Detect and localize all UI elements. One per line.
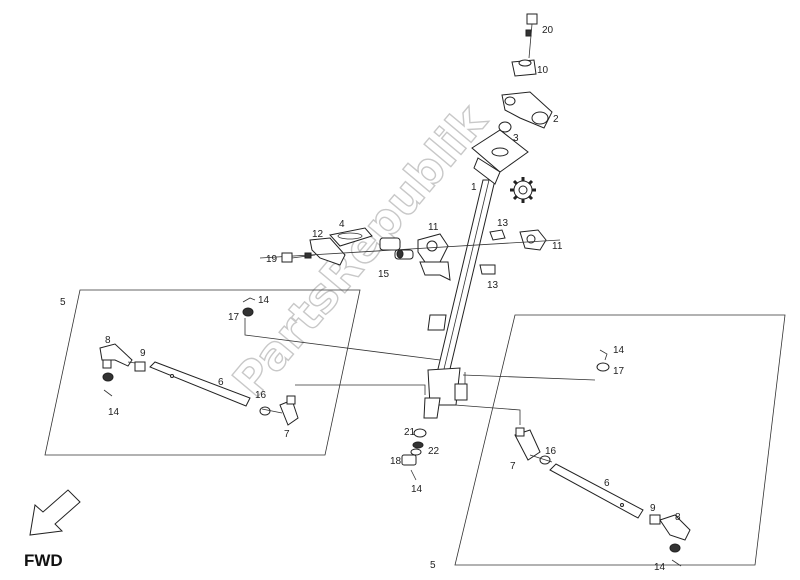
left-tie-rod-frame: [44, 289, 361, 456]
callout-17-right: 17: [613, 366, 625, 377]
callout-1: 1: [471, 182, 477, 193]
clip-13-lower: [479, 264, 496, 275]
handlebar-clamp: [501, 91, 553, 129]
callout-5-left: 5: [60, 297, 66, 308]
right-locknut-16: [529, 454, 553, 465]
spacer-15-b: [394, 249, 414, 260]
washer-22: [410, 448, 422, 456]
callout-17-left: 17: [228, 312, 240, 323]
nut-22: [412, 441, 424, 449]
plate-4: [329, 227, 373, 247]
callout-13-a: 13: [497, 218, 509, 229]
fwd-label: FWD: [24, 551, 63, 570]
callout-16-right: 16: [545, 446, 557, 457]
leader-line: [295, 384, 426, 395]
steering-column: [423, 179, 496, 419]
callout-8-left: 8: [105, 335, 111, 346]
callout-11-b: 11: [552, 241, 563, 252]
callout-6-left: 6: [218, 377, 224, 388]
callout-7-right: 7: [510, 461, 516, 472]
column-top-plate: [471, 129, 529, 185]
nut-18: [401, 454, 417, 466]
clip-13-upper: [489, 229, 506, 241]
callout-12: 12: [312, 229, 324, 240]
left-bracket: [309, 237, 346, 266]
upper-clamp: [511, 59, 537, 77]
callout-14-b: 14: [108, 407, 120, 418]
right-tie-rod-6: [549, 463, 644, 519]
left-locknut-9: [134, 361, 146, 372]
left-locknut-16: [259, 406, 283, 416]
callout-14-d: 14: [411, 484, 423, 495]
left-tie-rod-end-8: [99, 343, 144, 397]
right-tie-rod-end-7: [514, 427, 541, 461]
callout-5-right: 5: [430, 560, 436, 571]
leader-line: [244, 318, 441, 361]
cotter-pin: [410, 469, 417, 481]
callout-15: 15: [378, 269, 390, 280]
left-tie-rod-6: [149, 361, 251, 407]
callout-7-left: 7: [284, 429, 290, 440]
right-cotter-pin-top: [596, 349, 610, 372]
left-tie-rod-end-7: [279, 395, 299, 426]
callout-6-right: 6: [604, 478, 610, 489]
washer-21: [413, 428, 427, 438]
callout-labels: 20 10 2 3 1 4 11 13 11 12 19 15 13 5 14 …: [60, 25, 681, 573]
callout-2: 2: [553, 114, 559, 125]
watermark: PartsRepublik: [222, 93, 498, 407]
left-cotter-pin-top: [242, 297, 256, 317]
callout-4: 4: [339, 219, 345, 230]
callout-10: 10: [537, 65, 549, 76]
callout-8-right: 8: [675, 512, 681, 523]
callout-11-a: 11: [428, 222, 439, 233]
bushing: [498, 121, 512, 133]
top-bolt: [525, 13, 538, 59]
callout-9-left: 9: [140, 348, 146, 359]
leader-line: [454, 404, 521, 425]
gear-icon: [510, 177, 536, 203]
callout-19: 19: [266, 254, 278, 265]
callout-13-b: 13: [487, 280, 499, 291]
callout-14-c: 14: [613, 345, 625, 356]
callout-22: 22: [428, 446, 440, 457]
callout-3: 3: [513, 133, 519, 144]
right-bracket: [519, 229, 547, 251]
callout-18: 18: [390, 456, 402, 467]
bolt-19: [281, 252, 316, 263]
callout-14-a: 14: [258, 295, 270, 306]
callout-20: 20: [542, 25, 554, 36]
callout-9-right: 9: [650, 503, 656, 514]
forward-arrow-icon: [29, 489, 81, 536]
right-tie-rod-end-8: [659, 514, 691, 567]
callout-21: 21: [404, 427, 416, 438]
callout-14-e: 14: [654, 562, 666, 573]
right-locknut-9: [649, 514, 661, 525]
spacer-15-a: [379, 237, 401, 251]
leader-line: [462, 374, 596, 381]
callout-16-left: 16: [255, 390, 267, 401]
center-bracket: [417, 233, 451, 281]
right-tie-rod-frame: [454, 314, 786, 566]
